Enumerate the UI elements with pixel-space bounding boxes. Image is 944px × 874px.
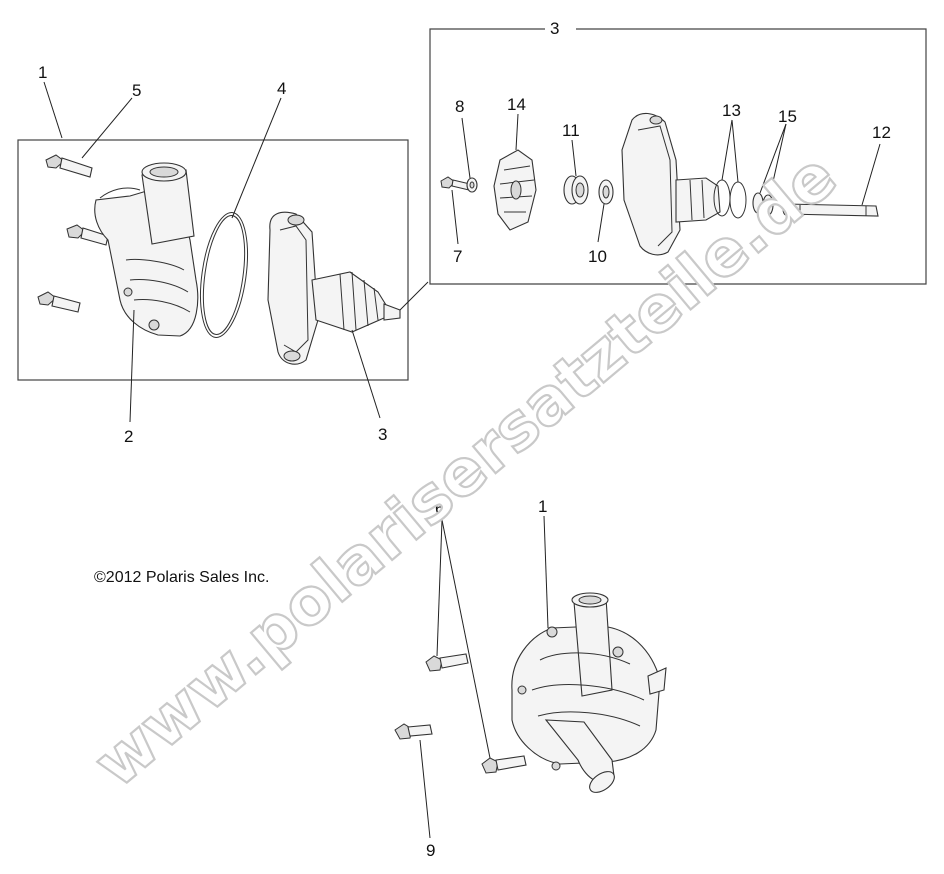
callout-15: 15 — [778, 107, 797, 126]
pump-housing-1-bottom — [511, 592, 667, 793]
callout-7: 7 — [453, 247, 462, 266]
callout-11: 11 — [562, 121, 580, 140]
o-ring-4 — [200, 212, 248, 338]
leader-lines — [43, 81, 881, 839]
bolt-7 — [440, 176, 471, 191]
callout-1-top: 1 — [38, 63, 47, 82]
callout-13: 13 — [722, 101, 741, 120]
impeller-14 — [493, 149, 537, 231]
pump-cover — [621, 112, 721, 256]
callout-10: 10 — [588, 247, 607, 266]
bolt-6-lower — [481, 755, 527, 774]
callout-14: 14 — [507, 95, 526, 114]
callout-3-bottom: 3 — [378, 425, 387, 444]
callout-3-top: 3 — [550, 19, 559, 38]
bolt-left-low — [37, 291, 81, 313]
bolt-5-top — [45, 154, 93, 178]
seal-11 — [563, 175, 589, 205]
callout-1-bottom: 1 — [538, 497, 547, 516]
callout-9: 9 — [426, 841, 435, 860]
bolt-left-mid — [66, 224, 109, 246]
bolt-6-upper — [425, 653, 469, 672]
bolt-9 — [394, 723, 433, 740]
watermark: www.polarisersatzteile.de — [81, 139, 851, 802]
assembly-box-right — [429, 28, 927, 285]
water-pump-3 — [267, 211, 401, 365]
callout-5: 5 — [132, 81, 141, 100]
callout-2: 2 — [124, 427, 133, 446]
shaft-12 — [782, 202, 879, 217]
assembly-box-left — [17, 139, 409, 381]
washers-15 — [752, 192, 774, 216]
pump-housing-2 — [94, 162, 199, 337]
copyright-notice: ©2012 Polaris Sales Inc. — [94, 569, 269, 586]
washer-8 — [466, 177, 478, 193]
callout-6: 6 — [435, 499, 444, 518]
callout-8: 8 — [455, 97, 464, 116]
callout-12: 12 — [872, 123, 891, 142]
seal-10 — [598, 179, 614, 205]
callout-4: 4 — [277, 79, 286, 98]
